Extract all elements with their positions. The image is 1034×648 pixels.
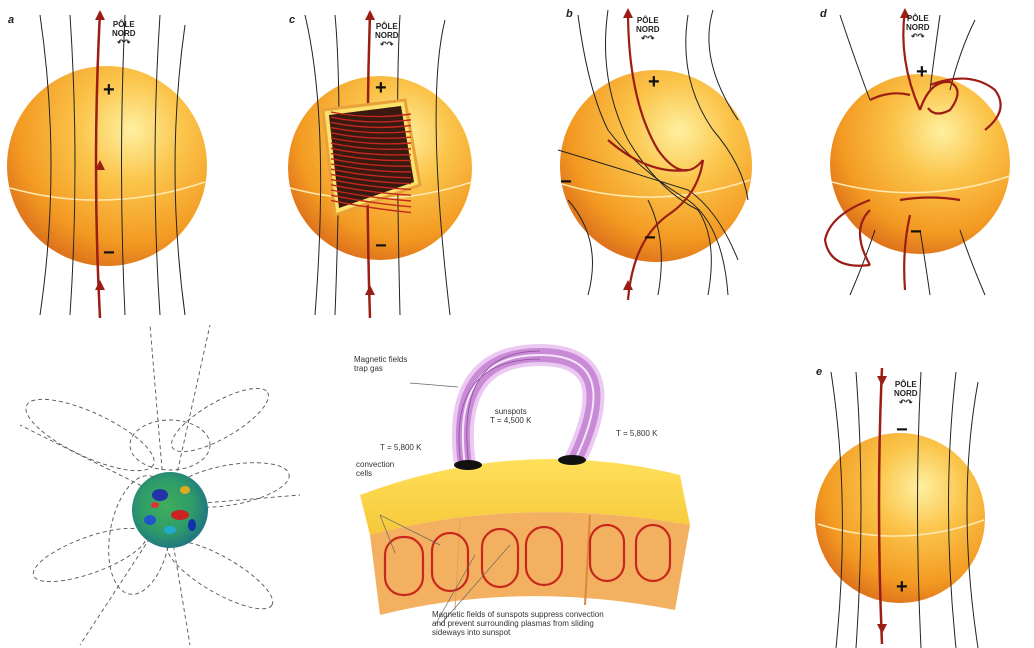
- panel-d: d PÔLE NORD ↶↷ + −: [810, 0, 1034, 300]
- north-word: NORD: [906, 23, 930, 32]
- panel-letter: a: [8, 14, 14, 26]
- panel-a-drawing: [0, 0, 230, 320]
- north-word: NORD: [112, 29, 136, 38]
- panel-e: e PÔLE NORD ↶↷ − +: [806, 362, 996, 648]
- sun-magnetogram-globe: [132, 472, 208, 548]
- convection-cells-label: convection cells: [356, 460, 394, 478]
- panel-d-drawing: [810, 0, 1034, 300]
- minus-sign: −: [375, 236, 387, 256]
- panel-a: a PÔLE NORD ↶↷ + −: [0, 0, 230, 320]
- north-word: NORD: [636, 25, 660, 34]
- north-pole-label: PÔLE NORD ↶↷: [112, 20, 136, 47]
- pole-word: PÔLE: [907, 14, 929, 23]
- panel-sunspot-section: Magnetic fields trap gas sunspots T = 4,…: [340, 325, 710, 648]
- sun-sphere: [560, 70, 752, 262]
- section-front: [370, 512, 690, 615]
- pole-word: PÔLE: [376, 22, 398, 31]
- panel-b-drawing: [548, 0, 778, 300]
- panel-letter: d: [820, 8, 827, 20]
- temp-right-label: T = 5,800 K: [616, 429, 657, 438]
- rotation-icon: ↶↷: [375, 40, 399, 49]
- minus-sign: −: [103, 243, 115, 263]
- panel-letter: c: [289, 14, 295, 26]
- sunspots-label: sunspots T = 4,500 K: [490, 407, 531, 425]
- temp-left-label: T = 5,800 K: [380, 443, 421, 452]
- minus-sign: −: [896, 420, 908, 440]
- minus-sign: −: [644, 228, 656, 248]
- plus-sign: +: [103, 80, 115, 100]
- panel-b: b PÔLE NORD ↶↷ + − −: [548, 0, 778, 300]
- caption: Magnetic fields of sunspots suppress con…: [432, 610, 604, 637]
- pole-word: PÔLE: [637, 16, 659, 25]
- plus-sign: +: [648, 72, 660, 92]
- north-pole-label: PÔLE NORD ↶↷: [375, 22, 399, 49]
- rotation-icon: ↶↷: [112, 38, 136, 47]
- rotation-icon: ↶↷: [636, 34, 660, 43]
- minus-sign: −: [910, 222, 922, 242]
- pole-word: PÔLE: [895, 380, 917, 389]
- plus-sign: +: [916, 62, 928, 82]
- north-word: NORD: [894, 389, 918, 398]
- panel-letter: e: [816, 366, 822, 378]
- panel-letter: b: [566, 8, 573, 20]
- magnetic-fields-label: Magnetic fields trap gas: [354, 355, 407, 373]
- north-pole-label: PÔLE NORD ↶↷: [894, 380, 918, 407]
- north-word: NORD: [375, 31, 399, 40]
- globe-drawing: [20, 325, 300, 645]
- rotation-icon: ↶↷: [894, 398, 918, 407]
- panel-c: c PÔLE NORD ↶↷ + −: [275, 0, 485, 320]
- sunspot-left: [454, 460, 482, 470]
- plus-sign: +: [896, 577, 908, 597]
- plus-sign: +: [375, 78, 387, 98]
- rotation-icon: ↶↷: [906, 32, 930, 41]
- north-pole-label: PÔLE NORD ↶↷: [906, 14, 930, 41]
- sunspot-drawing: [340, 325, 710, 648]
- north-pole-label: PÔLE NORD ↶↷: [636, 16, 660, 43]
- sunspot-right: [558, 455, 586, 465]
- panel-magnetic-globe: [20, 325, 300, 645]
- minus-sign-left: −: [560, 172, 572, 192]
- pole-word: PÔLE: [113, 20, 135, 29]
